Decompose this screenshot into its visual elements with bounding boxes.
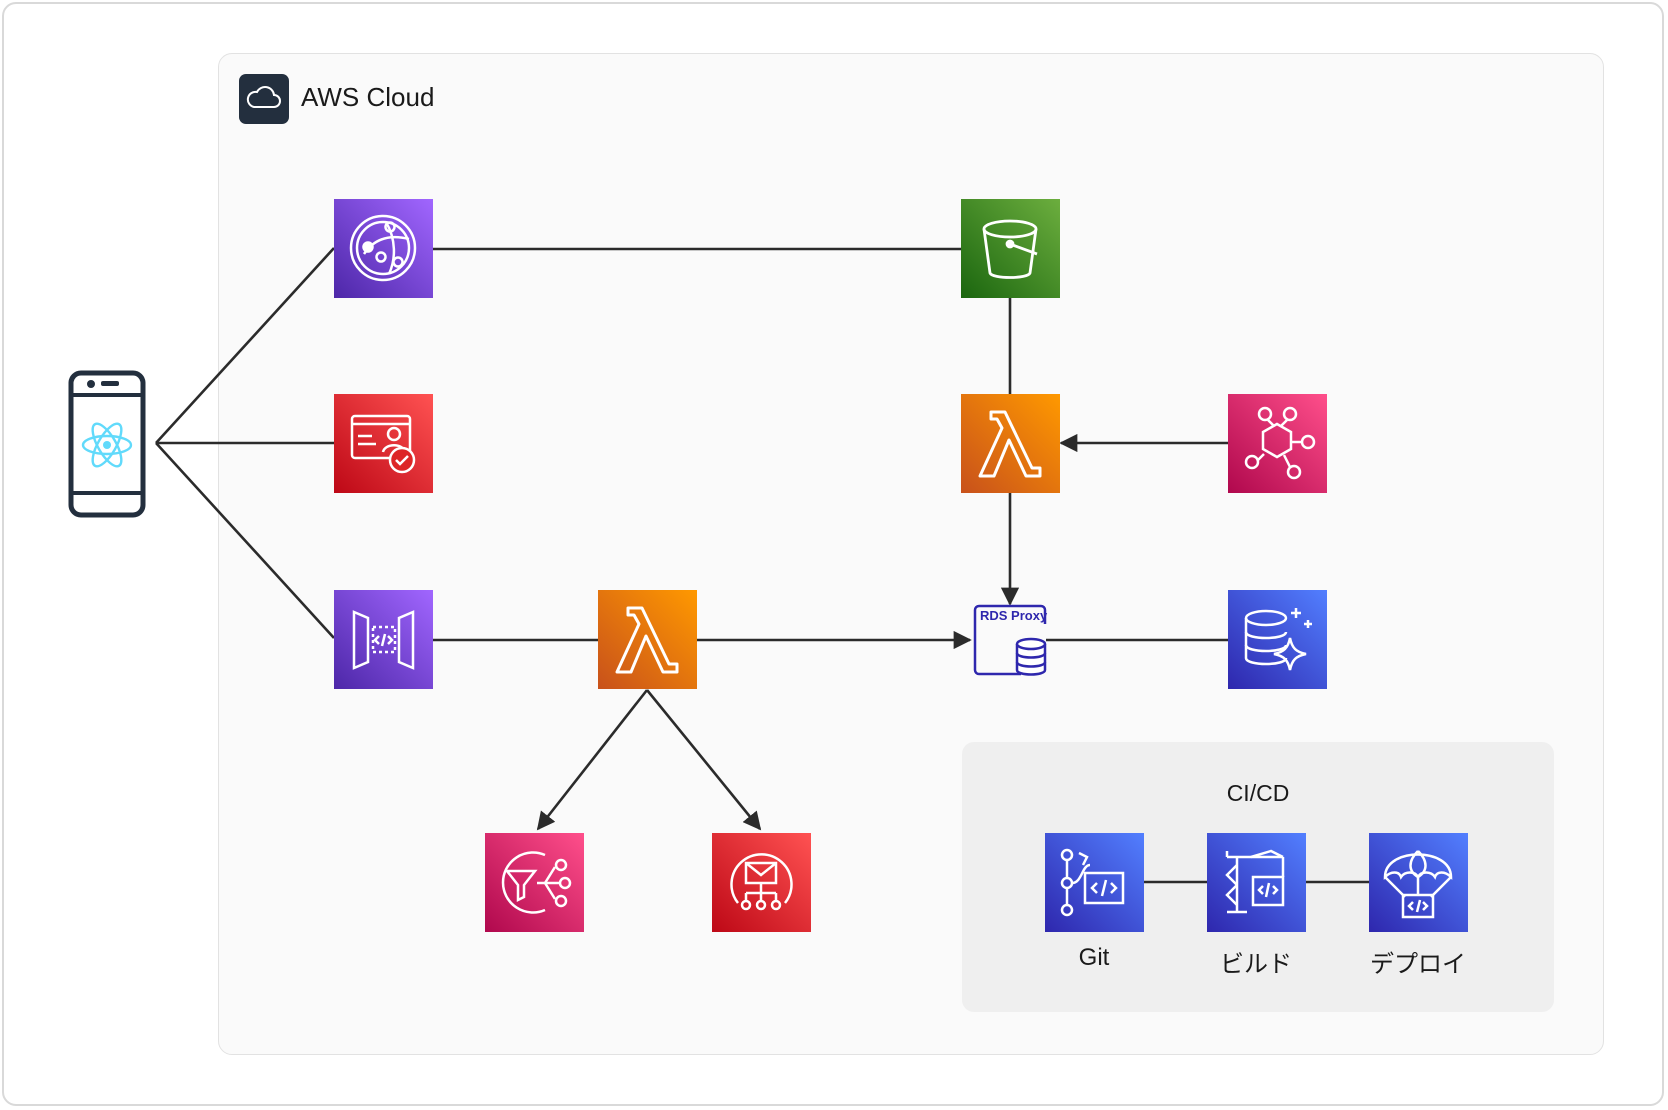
edge-device-cloudfront — [155, 247, 335, 444]
api-gateway-icon[interactable] — [334, 590, 433, 689]
aws-cloud-title: AWS Cloud — [301, 82, 435, 112]
eventbridge-icon[interactable] — [1228, 394, 1327, 493]
lambda-batch-icon[interactable] — [961, 394, 1060, 493]
cicd-step-label-git: Git — [1078, 944, 1110, 971]
mobile-device-icon — [68, 370, 146, 518]
codecommit-icon[interactable] — [1045, 833, 1144, 932]
s3-bucket-icon[interactable] — [961, 199, 1060, 298]
react-logo-icon — [81, 422, 133, 468]
codebuild-icon[interactable] — [1207, 833, 1306, 932]
rds-proxy-label: RDS Proxy — [980, 608, 1048, 623]
cognito-icon[interactable] — [334, 394, 433, 493]
edge-device-apigateway — [155, 442, 335, 639]
lambda-api-icon[interactable] — [598, 590, 697, 689]
cloudfront-icon[interactable] — [334, 199, 433, 298]
codedeploy-icon[interactable] — [1369, 833, 1468, 932]
cloud-icon — [239, 74, 289, 124]
edge-lambda-sns — [536, 689, 649, 831]
cicd-step-label-build: ビルド — [1220, 951, 1292, 978]
cicd-title: CI/CD — [1226, 780, 1290, 806]
rds-proxy-icon[interactable]: RDS Proxy — [971, 602, 1051, 678]
sns-icon[interactable] — [485, 833, 584, 932]
cicd-step-label-deploy: デプロイ — [1370, 951, 1466, 978]
ses-icon[interactable] — [712, 833, 811, 932]
edge-lambda-ses — [645, 689, 762, 831]
aurora-database-icon[interactable] — [1228, 590, 1327, 689]
